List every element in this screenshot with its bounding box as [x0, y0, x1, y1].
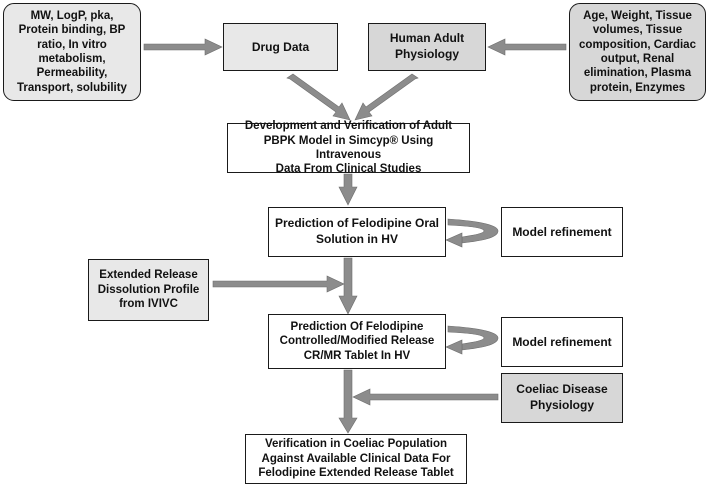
drug-data-box: Drug Data — [223, 23, 338, 71]
verification-text: Verification in Coeliac Population Again… — [258, 438, 454, 480]
arrow-inputs-to-drug-data — [143, 38, 223, 56]
model-refinement-text-1: Model refinement — [512, 225, 612, 239]
model-refinement-box-2: Model refinement — [501, 317, 623, 367]
model-refinement-text-2: Model refinement — [512, 335, 612, 349]
arrow-extended-release-to-flow — [212, 275, 345, 293]
refinement-loop-1 — [445, 218, 499, 248]
arrow-development-to-oral — [338, 173, 358, 206]
drug-inputs-text: MW, LogP, pka, Protein binding, BP ratio… — [17, 9, 127, 94]
arrow-inputs-to-physiology — [487, 38, 567, 56]
arrow-drug-data-to-development — [286, 73, 351, 121]
arrow-physiology-to-development — [354, 73, 419, 121]
arrow-cr-to-verification — [338, 369, 358, 434]
human-physiology-text: Human Adult Physiology — [389, 31, 465, 61]
drug-data-text: Drug Data — [251, 40, 310, 54]
development-box: Development and Verification of Adult PB… — [227, 120, 470, 175]
arrow-oral-to-cr — [338, 257, 358, 315]
prediction-oral-box: Prediction of Felodipine Oral Solution i… — [268, 207, 446, 257]
physiology-inputs-box: Age, Weight, Tissue volumes, Tissue comp… — [569, 3, 706, 101]
extended-release-box: Extended Release Dissolution Profile fro… — [88, 259, 209, 321]
physiology-inputs-text: Age, Weight, Tissue volumes, Tissue comp… — [579, 9, 696, 94]
arrow-coeliac-to-flow — [352, 388, 499, 406]
coeliac-physiology-box: Coeliac Disease Physiology — [501, 373, 623, 423]
refinement-loop-2 — [445, 325, 499, 355]
drug-inputs-box: MW, LogP, pka, Protein binding, BP ratio… — [3, 3, 141, 101]
prediction-oral-text: Prediction of Felodipine Oral Solution i… — [274, 216, 439, 246]
coeliac-physiology-text: Coeliac Disease Physiology — [516, 382, 608, 412]
verification-box: Verification in Coeliac Population Again… — [245, 434, 467, 484]
prediction-cr-box: Prediction Of Felodipine Controlled/Modi… — [268, 314, 446, 369]
development-text: Development and Verification of Adult PB… — [244, 120, 453, 176]
human-physiology-box: Human Adult Physiology — [368, 23, 486, 71]
extended-release-text: Extended Release Dissolution Profile fro… — [97, 269, 200, 311]
prediction-cr-text: Prediction Of Felodipine Controlled/Modi… — [279, 320, 435, 362]
model-refinement-box-1: Model refinement — [501, 207, 623, 257]
